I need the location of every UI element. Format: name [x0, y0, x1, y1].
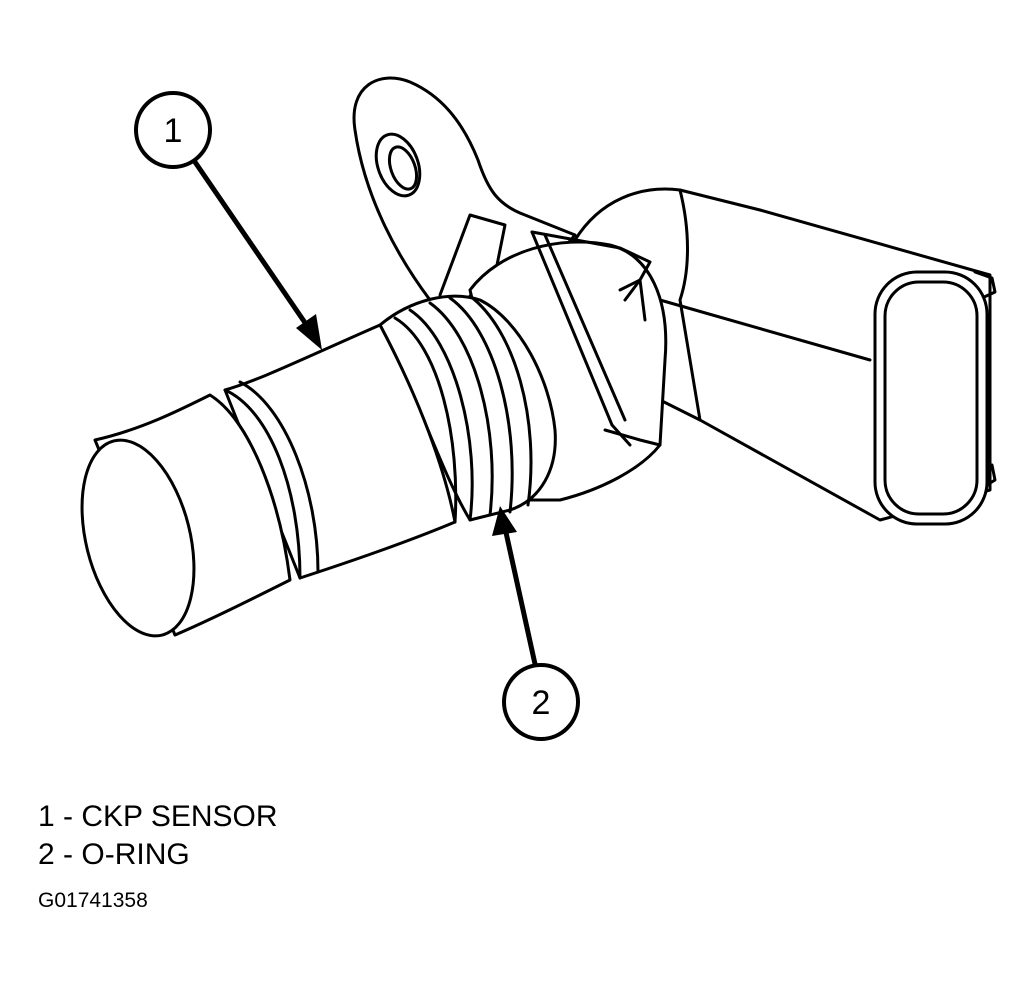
mounting-hole: [374, 132, 422, 198]
legend-item-1-label: CKP SENSOR: [81, 800, 278, 833]
connector-face: [873, 270, 989, 526]
legend-item-1-number: 1: [38, 800, 55, 833]
legend-item-1: 1 - CKP SENSOR: [38, 798, 278, 836]
legend-item-2-separator: -: [63, 838, 74, 871]
sensor-tip: [80, 393, 292, 638]
callout-1: 1: [134, 91, 212, 169]
legend-item-2: 2 - O-RING: [38, 836, 278, 874]
callout-1-number: 1: [164, 112, 183, 150]
mounting-bracket: [352, 76, 577, 302]
ckp-sensor-illustration: 1 2: [80, 76, 997, 741]
callout-2: 2: [502, 663, 580, 741]
o-ring-section: [378, 294, 557, 524]
sensor-body: [223, 323, 457, 580]
legend-item-2-label: O-RING: [81, 838, 190, 871]
figure-code: G01741358: [38, 889, 148, 912]
legend: 1 - CKP SENSOR 2 - O-RING: [38, 798, 278, 874]
callout-2-leader: [492, 506, 538, 667]
callout-2-number: 2: [532, 684, 551, 722]
legend-item-2-number: 2: [38, 838, 55, 871]
legend-item-1-separator: -: [63, 800, 74, 833]
callout-1-leader: [192, 159, 322, 350]
